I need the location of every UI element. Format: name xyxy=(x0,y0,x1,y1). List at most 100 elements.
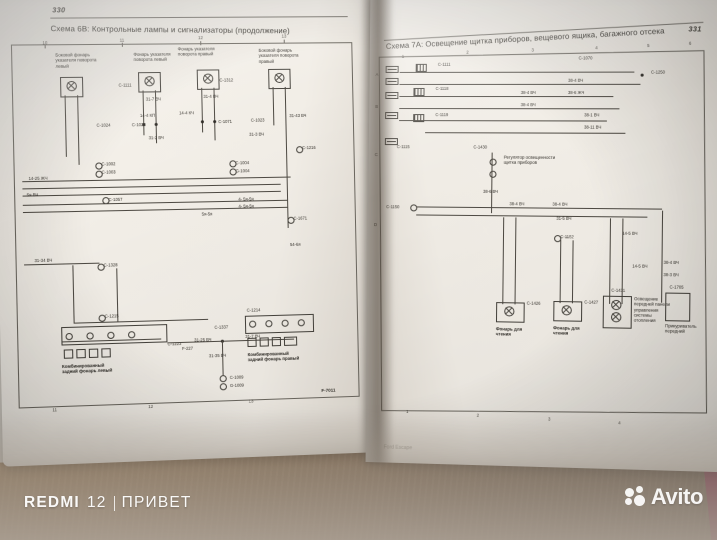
open-manual-book: 330 Схема 6В: Контрольные лампы и сигнал… xyxy=(8,0,708,460)
connector-code: C-1430 xyxy=(473,144,487,149)
component-label: Фонарь указателя поворота правый xyxy=(178,46,223,57)
redmi-brand-text: REDMI xyxy=(24,494,80,512)
connector-code: C-1250 xyxy=(651,69,665,74)
connector-code: G-1004 xyxy=(236,168,250,173)
connector-code: C-1002 xyxy=(101,161,115,166)
connector-code: C-1337 xyxy=(214,324,228,329)
wire-code: 54-6я xyxy=(290,242,301,247)
watermark-divider xyxy=(114,496,115,511)
tick-label: 2 xyxy=(466,50,468,55)
wire-code: 31-5 ВЧ xyxy=(556,216,571,221)
lamp-housing xyxy=(60,77,83,98)
wire-code: 14-4 КЧ xyxy=(179,110,194,115)
wire-code: 31-34 ВЧ xyxy=(34,258,52,264)
component-label: Фонарь для чтения xyxy=(496,326,531,337)
tick-label: 1 xyxy=(406,409,408,414)
wire-code: 38-4 ВЧ xyxy=(568,78,583,83)
tick-label: 4 xyxy=(595,45,597,50)
component-label: Комбинированный задний фонарь правый xyxy=(248,350,303,363)
connector-code: C-1215 xyxy=(105,313,119,318)
connector-code: C-1119 xyxy=(435,112,448,117)
component-label: Боковой фонарь указателя поворота правый xyxy=(259,48,305,65)
wire-code: 14-4 КП xyxy=(140,113,155,118)
lamp-housing xyxy=(138,72,161,93)
component-label: Боковой фонарь указателя поворота левый xyxy=(55,52,101,69)
lamp-function-icons-right xyxy=(247,336,297,347)
wire-code: 31-35 ВЧ xyxy=(209,353,226,359)
tail-light-icon xyxy=(272,337,281,346)
avito-wordmark: Avito xyxy=(651,484,703,510)
wire-code: 14-5 ВЧ xyxy=(622,231,637,236)
tick-label: 12 xyxy=(148,404,153,409)
lamp-function-icons-left xyxy=(64,348,111,359)
component-label: Комбинированный задний фонарь левый xyxy=(62,362,116,375)
tick-label: 11 xyxy=(52,407,57,412)
redmi-watermark: REDMI 12 ПРИВЕТ xyxy=(24,494,192,512)
connector-code: C-1111 xyxy=(438,62,451,67)
connector-code: C-1328 xyxy=(104,262,118,267)
redmi-greeting-text: ПРИВЕТ xyxy=(122,494,192,512)
connector-code: C-1009 xyxy=(230,374,244,380)
reverse-light-icon xyxy=(284,336,297,345)
wire-code: 38-4 ВЧ xyxy=(552,202,567,207)
brake-light-icon xyxy=(260,337,269,346)
connector-symbol xyxy=(413,88,424,96)
connector-code: C-1427 xyxy=(584,299,598,304)
connector-code: C-1115 xyxy=(397,144,410,149)
right-page: 331 Схема 7А: Освещение щитка приборов, … xyxy=(366,0,717,472)
tick-label: 5 xyxy=(647,43,649,48)
cigarette-lighter-housing xyxy=(665,293,690,322)
wire-code: 14-5 ВЧ xyxy=(632,263,647,268)
avito-watermark: Avito xyxy=(625,484,703,510)
rear-lamp-cluster-left xyxy=(61,324,167,345)
brake-light-icon xyxy=(76,349,86,358)
connector-code: C-1023 xyxy=(251,117,265,122)
wire-code: 38-4 ВЧ xyxy=(509,201,524,206)
wire-code: 31-4 ВЧ xyxy=(203,94,218,99)
connector-code: C-1024 xyxy=(96,122,110,127)
tick-label: 12 xyxy=(198,35,203,40)
right-page-number: 331 xyxy=(688,26,701,33)
left-page-number: 330 xyxy=(52,7,65,14)
connector-code: G-1009 xyxy=(230,383,244,389)
wire-code: 5я ВЧ xyxy=(27,192,39,197)
turn-signal-icon xyxy=(64,349,74,359)
tail-light-icon xyxy=(89,349,99,358)
tick-label: 13 xyxy=(282,34,287,39)
connector-symbol xyxy=(416,64,427,72)
wire-code: 31-2 ВЧ xyxy=(149,135,164,140)
tick-label: 4 xyxy=(618,420,620,425)
tick-label: 2 xyxy=(477,413,479,418)
lamp-housing xyxy=(268,69,291,89)
reverse-light-icon xyxy=(101,348,111,357)
lamp-symbol xyxy=(561,305,571,315)
component-label: Фонарь указателя поворота левый xyxy=(133,52,170,63)
tick-label: 3 xyxy=(548,416,550,421)
wire-code: 31-7 ВЧ xyxy=(146,96,161,101)
wire-code: 38-6 ВЧ xyxy=(483,189,498,194)
connector-code: C-1312 xyxy=(219,77,233,82)
connector-code: C-1111 xyxy=(119,82,132,87)
wire-code: 5я-5я xyxy=(202,211,213,216)
wire-code: 14-25 ЖЧ xyxy=(28,176,47,181)
component-label: Фонарь для чтения xyxy=(553,325,588,337)
connector-code: C-1671 xyxy=(293,215,307,220)
wire-code: 38-3 ВЧ xyxy=(663,272,678,277)
turn-signal-icon xyxy=(247,338,256,347)
connector-code: C-1004 xyxy=(235,160,249,165)
connector-code: C-1003 xyxy=(102,169,116,174)
lamp-symbol xyxy=(611,312,621,322)
tick-label: 6 xyxy=(689,41,692,46)
lamp-symbol xyxy=(504,306,514,316)
redmi-model-text: 12 xyxy=(87,494,107,512)
connector-code: C-1431 xyxy=(611,288,625,293)
left-page: 330 Схема 6В: Контрольные лампы и сигнал… xyxy=(0,0,385,467)
tick-label: 1 xyxy=(402,54,404,59)
connector-code: C-1071 xyxy=(218,119,232,124)
wire-code: 4- 5я-5я xyxy=(238,196,254,201)
tick-label: 13 xyxy=(249,398,254,403)
connector-code: C-1118 xyxy=(436,86,449,91)
right-scheme-title: Схема 7А: Освещение щитка приборов, веще… xyxy=(386,26,665,51)
left-scheme-title: Схема 6В: Контрольные лампы и сигнализат… xyxy=(51,24,290,35)
